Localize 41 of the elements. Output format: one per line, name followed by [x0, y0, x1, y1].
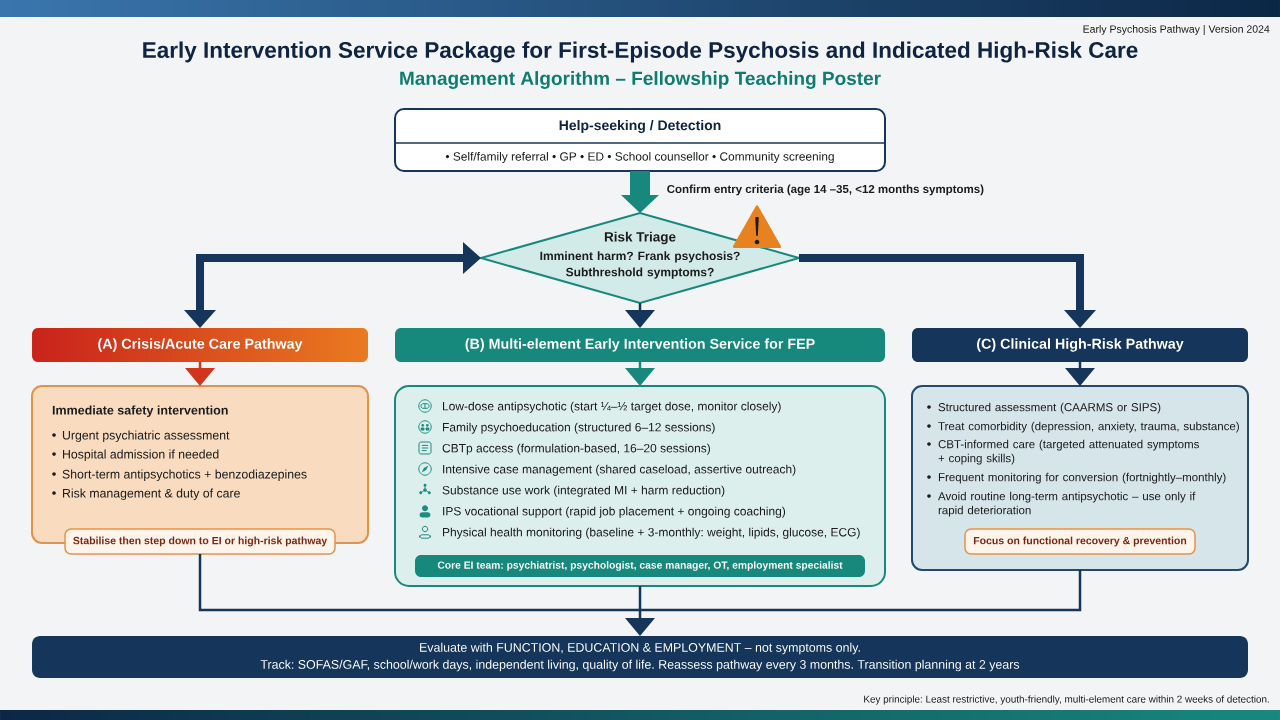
note-box: Stabilise then step down to EI or high-risk pathway — [64, 528, 336, 555]
header-bar: (A) Crisis/Acute Care Pathway — [32, 328, 368, 362]
footer-note: Key principle: Least restrictive, youth-friendly, multi-element care within 2 weeks of detection. — [864, 695, 1269, 705]
arrow — [625, 362, 655, 386]
note-box: Core EI team: psychiatrist, psychologist, case manager, OT, employment specialist — [415, 555, 865, 577]
diamond-heading: Risk Triage — [604, 231, 676, 245]
list-item: Urgent psychiatric assessment — [62, 430, 230, 442]
banner-text: Evaluate with FUNCTION, EDUCATION & EMPLOYMENT – not symptoms only. — [420, 642, 860, 655]
list-item: Substance use work (integrated MI + harm reduction) — [442, 485, 725, 497]
list-item: Treat comorbidity (depression, anxiety, trauma, substance) — [938, 421, 1239, 433]
header-bar: (B) Multi-element Early Intervention Service for FEP — [395, 328, 885, 362]
arrow — [1065, 362, 1095, 386]
subtitle: Management Algorithm – Fellowship Teaching Poster — [400, 71, 881, 89]
box-heading: Help-seeking / Detection — [559, 119, 721, 134]
banner-text: Track: SOFAS/GAF, school/work days, independent living, quality of life. Reassess pathway every 3 months. Transition planning at 2 years — [260, 659, 1020, 672]
list-item: CBT-informed care (targeted attenuated symptoms + coping skills) — [938, 439, 1199, 465]
arrow — [625, 303, 655, 328]
panel-heading: Immediate safety intervention — [52, 405, 228, 418]
list-item: CBTp access (formulation-based, 16–20 sessions) — [442, 443, 710, 455]
edge-label: Confirm entry criteria (age 14 –35, <12 months symptoms) — [665, 183, 986, 197]
list-item: Risk management & duty of care — [63, 488, 240, 500]
list-item: Intensive case management (shared caseload, assertive outreach) — [443, 464, 796, 476]
node-label: (A) Crisis/Acute Care Pathway — [98, 338, 303, 352]
title: Early Intervention Service Package for First-Episode Psychosis and Indicated High-Risk Care — [143, 41, 1138, 63]
list-item: Hospital admission if needed — [63, 449, 219, 461]
arrow — [198, 554, 1082, 636]
list-item: Frequent monitoring for conversion (fortnightly–monthly) — [938, 472, 1226, 484]
body-text: • Self/family referral • GP • ED • School counsellor • Community screening — [445, 151, 834, 164]
list-item: Avoid routine long-term antipsychotic – use only if rapid deterioration — [938, 491, 1196, 517]
header-note: Early Psychosis Pathway | Version 2024 — [1083, 25, 1270, 35]
list-item: Structured assessment (CAARMS or SIPS) — [938, 402, 1161, 414]
list-item: Family psychoeducation (structured 6–12 sessions) — [443, 422, 715, 434]
note-box: Focus on functional recovery & prevention — [964, 528, 1196, 555]
arrow — [185, 362, 215, 386]
list-item: Short-term antipsychotics + benzodiazepines — [62, 469, 307, 481]
list-item: Low-dose antipsychotic (start ¼–½ target dose, monitor closely) — [443, 401, 781, 413]
arrow — [184, 242, 481, 328]
diamond-text: Imminent harm? Frank psychosis? Subthreshold symptoms? — [540, 251, 740, 279]
arrow — [621, 171, 659, 213]
list-item: IPS vocational support (rapid job placement + ongoing coaching) — [443, 506, 786, 518]
list-item: Physical health monitoring (baseline + 3-monthly: weight, lipids, glucose, ECG) — [443, 527, 860, 539]
